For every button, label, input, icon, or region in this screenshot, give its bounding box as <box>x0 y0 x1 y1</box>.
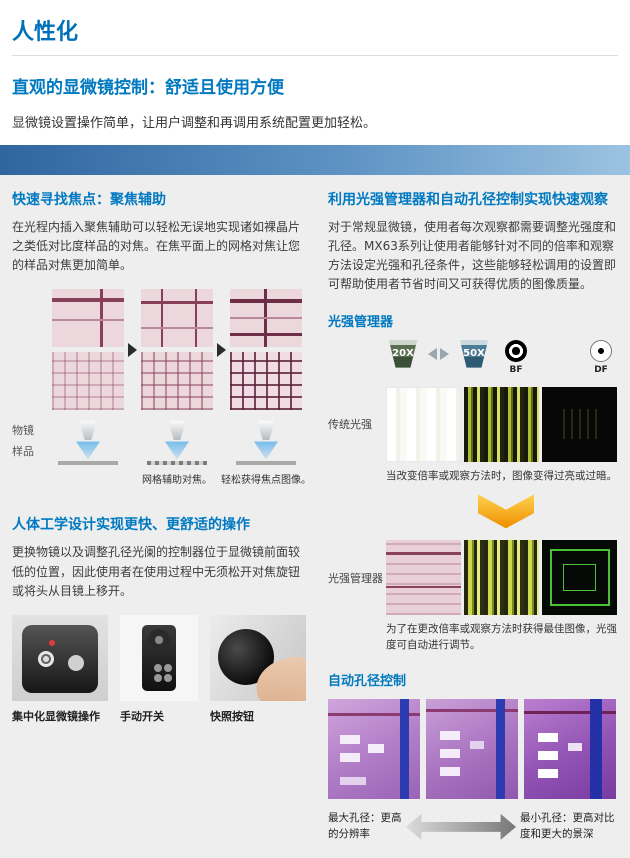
next-step-arrow-icon <box>217 342 226 357</box>
sample-surface <box>58 461 118 466</box>
snapshot-button-caption: 快照按钮 <box>210 709 254 723</box>
traditional-caption: 当改变倍率或观察方法时，图像变得过亮或过暗。 <box>386 469 617 482</box>
hand-switch-caption: 手动开关 <box>120 709 164 723</box>
objective-20x-label: 20X <box>392 348 414 360</box>
underexposed-image <box>542 386 617 462</box>
overexposed-image <box>386 386 461 462</box>
intro-text: 显微镜设置操作简单，让用户调整和再调用系统配置更加轻松。 <box>12 116 377 131</box>
focus-assist-body: 在光程内插入聚焦辅助可以轻松无误地实现诸如裸晶片之类低对比度样品的对焦。在焦平面… <box>12 219 301 273</box>
light-manager-body: 对于常规显微镜，使用者每次观察都需要调整光强度和孔径。MX63系列让使用者能够针… <box>328 219 617 292</box>
light-cone-icon <box>254 441 278 460</box>
aperture-image-max <box>328 698 420 799</box>
left-column: 快速寻找焦点：聚焦辅助 在光程内插入聚焦辅助可以轻松无误地实现诸如裸晶片之类低对… <box>12 191 311 842</box>
snapshot-button-figure: 快照按钮 <box>210 614 306 724</box>
grid-focus-caption: 网格辅助对焦。 <box>142 475 212 487</box>
right-column: 利用光强管理器和自动孔径控制实现快速观察 对于常规显微镜，使用者每次观察都需要调… <box>328 191 618 842</box>
diagram-column-3 <box>230 420 302 466</box>
ergonomics-figures: 集中化显微镜操作 手动开关 快照按钮 <box>12 614 308 724</box>
objective-50x-label: 50X <box>463 348 485 360</box>
light-cone-icon <box>165 441 189 460</box>
sample-label: 样品 <box>12 445 34 459</box>
objective-sample-diagram: 物镜 样品 <box>12 420 308 466</box>
control-panel-caption: 集中化显微镜操作 <box>12 709 100 723</box>
diagram-captions: 网格辅助对焦。 轻松获得焦点图像。 <box>52 471 311 487</box>
aperture-image-mid <box>426 698 518 799</box>
manager-caption: 为了在更改倍率或观察方法时获得最佳图像，光强度可自动进行调节。 <box>386 623 617 652</box>
brightfield-icon <box>505 339 527 362</box>
ergonomics-section: 人体工学设计实现更快、更舒适的操作 更换物镜以及调整孔径光阑的控制器位于显微镜前… <box>12 516 308 723</box>
brightfield-label: BF <box>509 364 523 375</box>
max-aperture-label: 最大孔径：更高的分辨率 <box>328 811 402 840</box>
focus-stage-3 <box>230 289 302 411</box>
objective-switch-row: 20X 50X BF DF <box>386 339 618 375</box>
light-manager-heading: 利用光强管理器和自动孔径控制实现快速观察 <box>328 192 608 208</box>
light-manager-row: 光强管理器 <box>328 540 618 616</box>
aperture-legend: 最大孔径：更高的分辨率 最小孔径：更高对比度和更大的景深 <box>328 811 618 843</box>
page-header: 人性化 直观的显微镜控制：舒适且使用方便 显微镜设置操作简单，让用户调整和再调用… <box>0 0 630 131</box>
sample-surface-grid <box>147 461 207 466</box>
traditional-intensity-label: 传统光强 <box>328 418 372 432</box>
wafer-image-stage3-bottom <box>230 352 302 411</box>
arrow-left-icon <box>428 347 437 360</box>
sample-surface <box>236 461 296 466</box>
ergonomics-heading: 人体工学设计实现更快、更舒适的操作 <box>12 517 250 534</box>
hand-switch-image <box>120 614 198 701</box>
light-manager-subheading: 光强管理器 <box>328 314 394 330</box>
balanced-stripes-image <box>464 540 539 616</box>
diagram-columns <box>52 420 302 466</box>
balanced-pink-image <box>386 540 461 616</box>
main-content: 快速寻找焦点：聚焦辅助 在光程内插入聚焦辅助可以轻松无误地实现诸如裸晶片之类低对… <box>0 175 630 858</box>
min-aperture-label: 最小孔径：更高对比度和更大的景深 <box>520 811 615 840</box>
aperture-range-arrow-icon <box>406 813 516 840</box>
normal-stripes-image <box>464 386 539 462</box>
wafer-image-stage3-top <box>230 289 302 348</box>
focused-image-caption: 轻松获得焦点图像。 <box>221 475 311 487</box>
hand-switch-figure: 手动开关 <box>120 614 198 724</box>
objective-20x-icon: 20X <box>388 339 418 368</box>
wafer-image-stage1-top <box>52 289 124 348</box>
decorative-blue-band <box>0 145 630 175</box>
diagram-labels: 物镜 样品 <box>12 420 52 465</box>
light-manager-label: 光强管理器 <box>328 571 383 585</box>
section-title: 直观的显微镜控制：舒适且使用方便 <box>12 78 284 98</box>
control-panel-image <box>12 614 108 701</box>
wafer-image-stage2-top <box>141 289 213 348</box>
auto-aperture-heading: 自动孔径控制 <box>328 673 407 689</box>
traditional-intensity-images <box>386 386 617 462</box>
ergonomics-body: 更换物镜以及调整孔径光阑的控制器位于显微镜前面较低的位置，因此使用者在使用过程中… <box>12 545 301 598</box>
wafer-image-stage2-bottom <box>141 352 213 411</box>
light-cone-icon <box>76 441 100 460</box>
snapshot-button-image <box>210 614 306 701</box>
focus-stage-1 <box>52 289 124 411</box>
objective-lens-icon <box>169 420 185 441</box>
objective-label: 物镜 <box>12 424 34 438</box>
aperture-image-min <box>524 698 616 799</box>
page-title: 人性化 <box>12 14 618 56</box>
caption-spacer <box>52 471 124 486</box>
diagram-column-1 <box>52 420 124 466</box>
wafer-image-stage1-bottom <box>52 352 124 411</box>
next-step-arrow-icon <box>128 342 137 357</box>
brightfield-mode: BF <box>505 339 527 375</box>
traditional-intensity-row: 传统光强 <box>328 386 618 462</box>
focus-assist-heading: 快速寻找焦点：聚焦辅助 <box>12 192 166 208</box>
objective-lens-icon <box>80 420 96 441</box>
darkfield-label: DF <box>594 364 608 375</box>
centralized-control-figure: 集中化显微镜操作 <box>12 614 108 724</box>
darkfield-mode: DF <box>590 339 612 375</box>
light-manager-images <box>386 540 617 616</box>
swap-arrows-icon <box>428 347 449 360</box>
balanced-darkfield-image <box>542 540 617 616</box>
objective-50x-icon: 50X <box>459 339 489 368</box>
aperture-images <box>328 698 618 799</box>
darkfield-icon <box>590 339 612 362</box>
arrow-right-icon <box>440 347 449 360</box>
focus-sequence-figure <box>52 289 308 411</box>
down-arrow-icon <box>478 494 534 529</box>
diagram-column-2 <box>141 420 213 466</box>
focus-stage-2 <box>141 289 213 411</box>
objective-lens-icon <box>258 420 274 441</box>
